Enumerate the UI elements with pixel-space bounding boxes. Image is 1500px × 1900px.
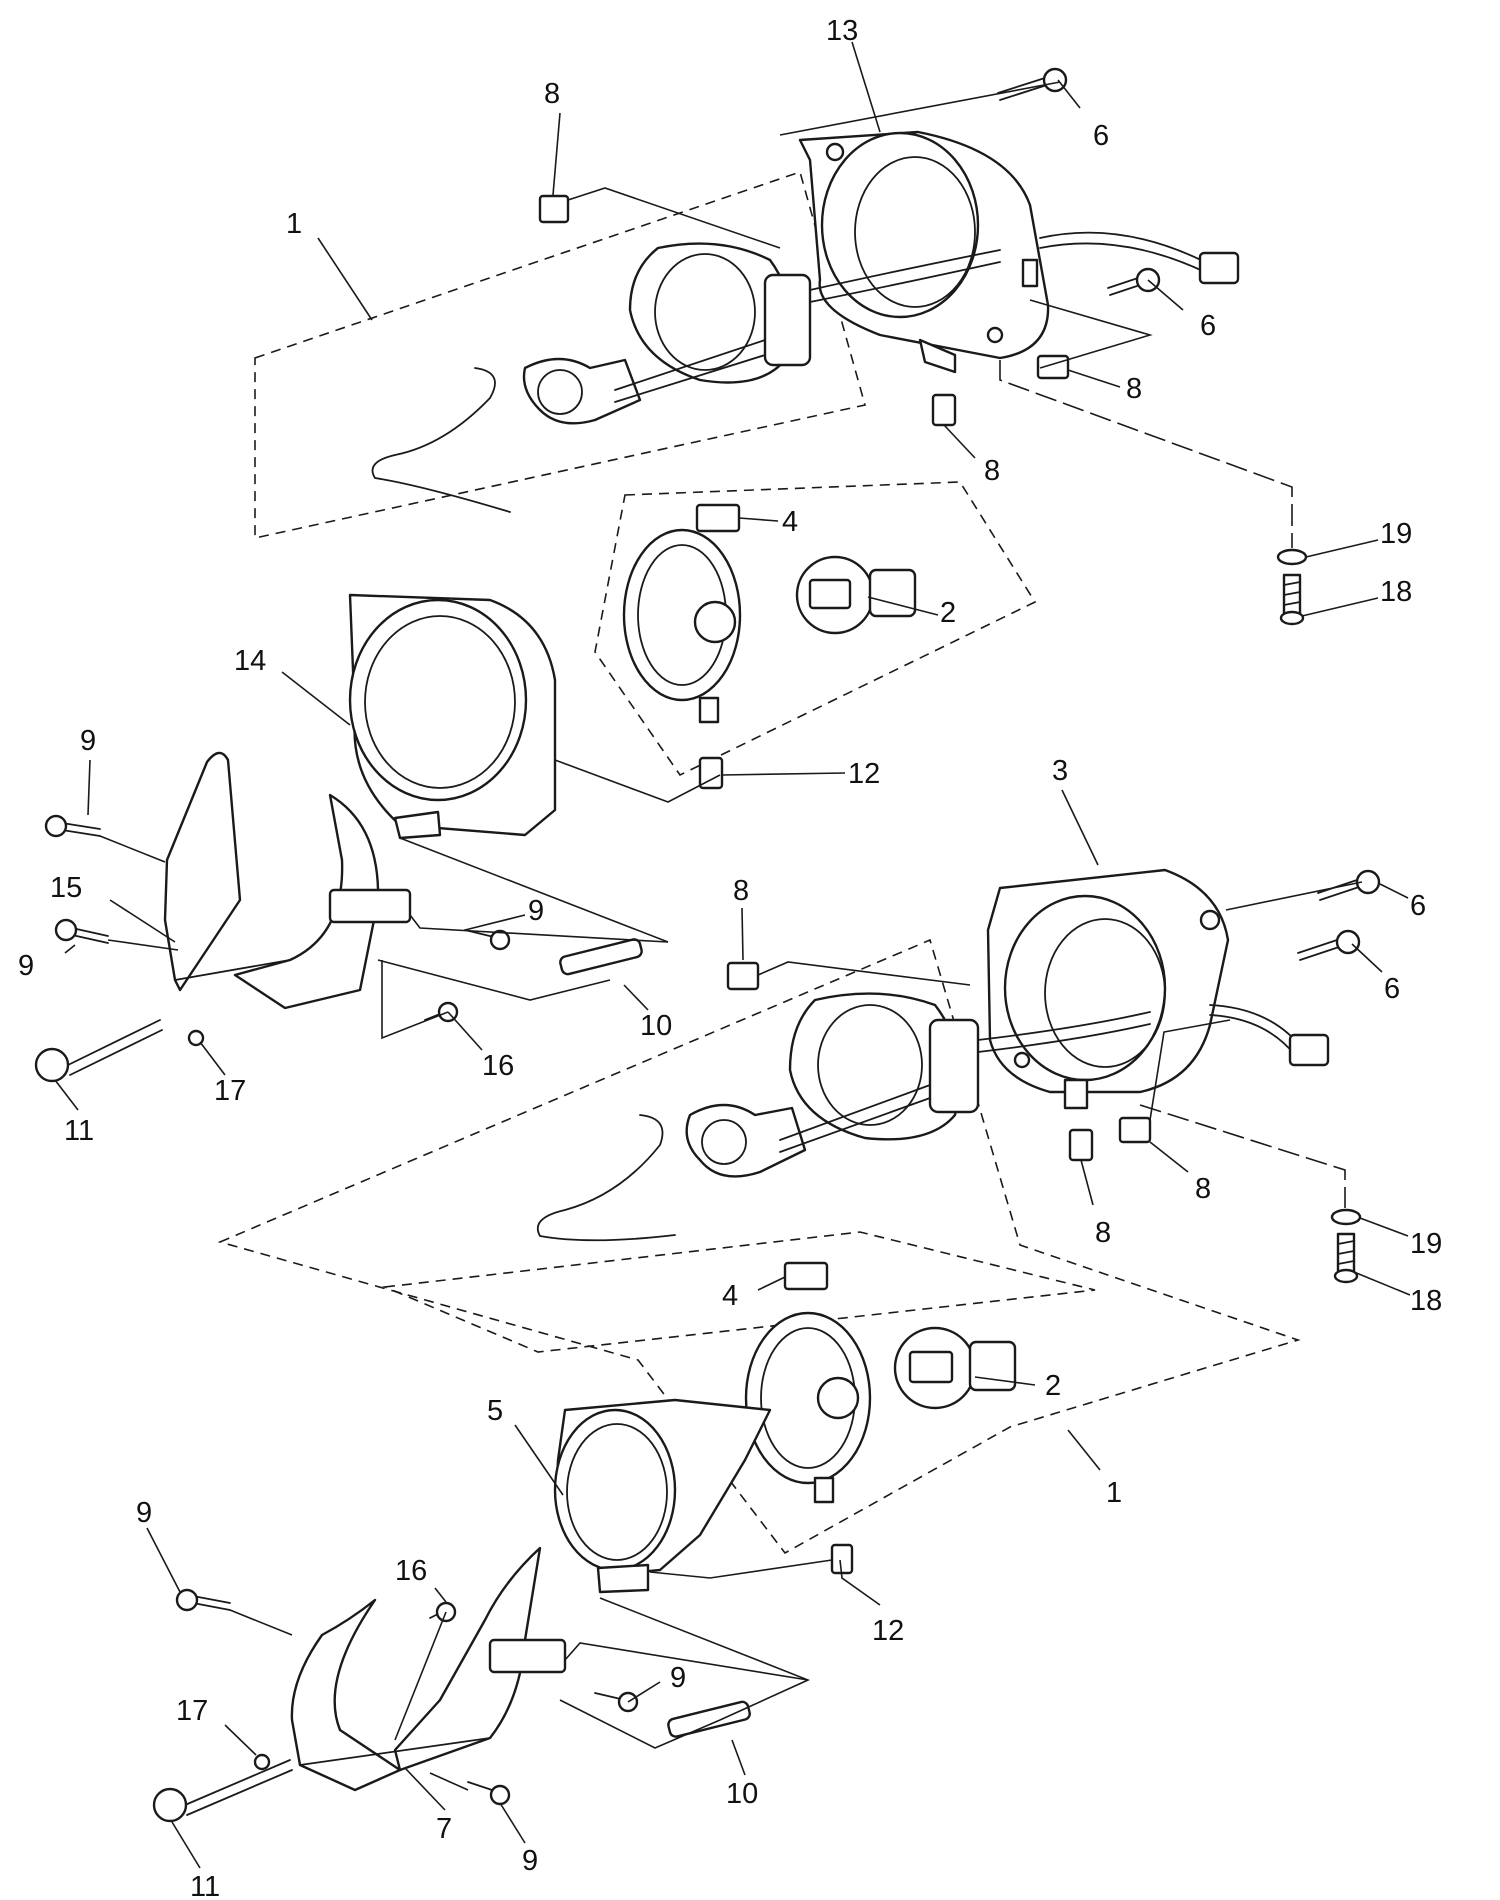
callout-14: 14 [234, 645, 266, 677]
headlight-shell-14 [348, 593, 557, 840]
spring-10-upper [559, 938, 643, 976]
headlight-housing-3 [986, 868, 1330, 1110]
nut-17-upper [187, 1029, 205, 1047]
callout-9-bottom-c: 9 [522, 1845, 538, 1877]
screw-18-lower [1333, 1232, 1359, 1284]
screw-9-left-a [44, 814, 101, 838]
callout-8-upper-b: 8 [1126, 373, 1142, 405]
screw-16-lower [429, 1601, 457, 1623]
spring-clip-12-lower [830, 1543, 854, 1575]
reflector-upper [622, 528, 742, 724]
headlight-housing-13 [798, 130, 1240, 374]
washer-19-lower [1330, 1208, 1362, 1226]
bulb-reflector-group-outline-lower [381, 1231, 1096, 1353]
clip-nut-8-lower-a [726, 961, 760, 991]
callout-9-bottom-a: 9 [136, 1497, 152, 1529]
callout-4-lower: 4 [722, 1280, 738, 1312]
callout-labels: 13 8 6 1 6 8 8 4 19 18 2 14 12 9 15 9 9 … [18, 15, 1442, 1900]
screw-6-upper-a [997, 67, 1068, 101]
callout-18-upper: 18 [1380, 576, 1412, 608]
callout-10-lower: 10 [726, 1778, 758, 1810]
callout-3: 3 [1052, 755, 1068, 787]
screw-6-lower-a [1317, 869, 1381, 901]
callout-11-lower: 11 [190, 1871, 220, 1900]
retaining-spring-lower [536, 1114, 676, 1242]
screw-16-upper [424, 1001, 459, 1023]
retaining-spring-upper [371, 367, 511, 513]
screw-9-bottom-c [467, 1781, 511, 1806]
callout-1-lower: 1 [1106, 1477, 1122, 1509]
callout-8-lower-b: 8 [1095, 1217, 1111, 1249]
callout-8-upper-c: 8 [984, 455, 1000, 487]
callout-15: 15 [50, 872, 82, 904]
callout-8-lower-a: 8 [733, 875, 749, 907]
callout-11-upper: 11 [64, 1115, 94, 1147]
long-bolt-11-upper [34, 1019, 163, 1083]
headlight-shell-5 [553, 1398, 772, 1594]
headlight-socket-assembly-upper [522, 242, 1001, 425]
long-bolt-11-lower [152, 1759, 293, 1823]
callout-6-lower-b: 6 [1384, 973, 1400, 1005]
spring-10-lower [667, 1700, 751, 1738]
callout-8-lower-c: 8 [1195, 1173, 1211, 1205]
clip-nut-8-upper-a [538, 194, 570, 224]
bulb-2-upper [795, 555, 917, 635]
leader-lines [54, 41, 1411, 1869]
clip-nut-8-lower-c [1118, 1116, 1152, 1144]
callout-9-left-b: 9 [18, 950, 34, 982]
screw-9-left-b [54, 918, 109, 944]
callout-16-upper: 16 [482, 1050, 514, 1082]
nut-17-lower [253, 1753, 271, 1771]
bracket-15 [163, 751, 412, 1010]
callout-12-lower: 12 [872, 1615, 904, 1647]
callout-6-upper-b: 6 [1200, 310, 1216, 342]
bulb-2-lower [893, 1326, 1017, 1410]
clip-nut-8-upper-c [931, 393, 957, 427]
headlight-assembly-group-outline-lower [217, 938, 1301, 1555]
callout-9-bottom-b: 9 [670, 1662, 686, 1694]
reflector-lower [744, 1311, 872, 1504]
bulb-reflector-group-outline-upper [594, 481, 1037, 777]
screw-6-lower-b [1297, 929, 1361, 961]
callout-7: 7 [436, 1813, 452, 1845]
callout-9-left-a: 9 [80, 725, 96, 757]
callout-19-upper: 19 [1380, 518, 1412, 550]
screw-18-upper [1279, 573, 1305, 626]
headlight-socket-assembly-lower [685, 992, 1151, 1178]
callout-2-upper: 2 [940, 597, 956, 629]
clip-nut-8-lower-b [1068, 1128, 1094, 1162]
callout-6-upper-a: 6 [1093, 120, 1109, 152]
callout-8-upper-a: 8 [544, 78, 560, 110]
connector-4-upper [695, 503, 741, 533]
connector-4-lower [783, 1261, 829, 1291]
bracket-7 [290, 1546, 567, 1792]
callout-18-lower: 18 [1410, 1285, 1442, 1317]
callout-9-left-c: 9 [528, 895, 544, 927]
callout-13: 13 [826, 15, 858, 47]
screw-9-bottom-b [594, 1691, 639, 1713]
washer-19-upper [1276, 548, 1308, 566]
callout-10-upper: 10 [640, 1010, 672, 1042]
callout-2-lower: 2 [1045, 1370, 1061, 1402]
callout-16-lower: 16 [395, 1555, 427, 1587]
headlight-assembly-group-outline-upper [254, 170, 866, 539]
callout-4-upper: 4 [782, 506, 798, 538]
screw-9-bottom-a [175, 1588, 231, 1612]
callout-5: 5 [487, 1395, 503, 1427]
callout-17-lower: 17 [176, 1695, 208, 1727]
callout-19-lower: 19 [1410, 1228, 1442, 1260]
spring-clip-12-upper [698, 756, 724, 790]
callout-6-lower-a: 6 [1410, 890, 1426, 922]
callout-17-upper: 17 [214, 1075, 246, 1107]
callout-1-upper: 1 [286, 208, 302, 240]
callout-12-upper: 12 [848, 758, 880, 790]
